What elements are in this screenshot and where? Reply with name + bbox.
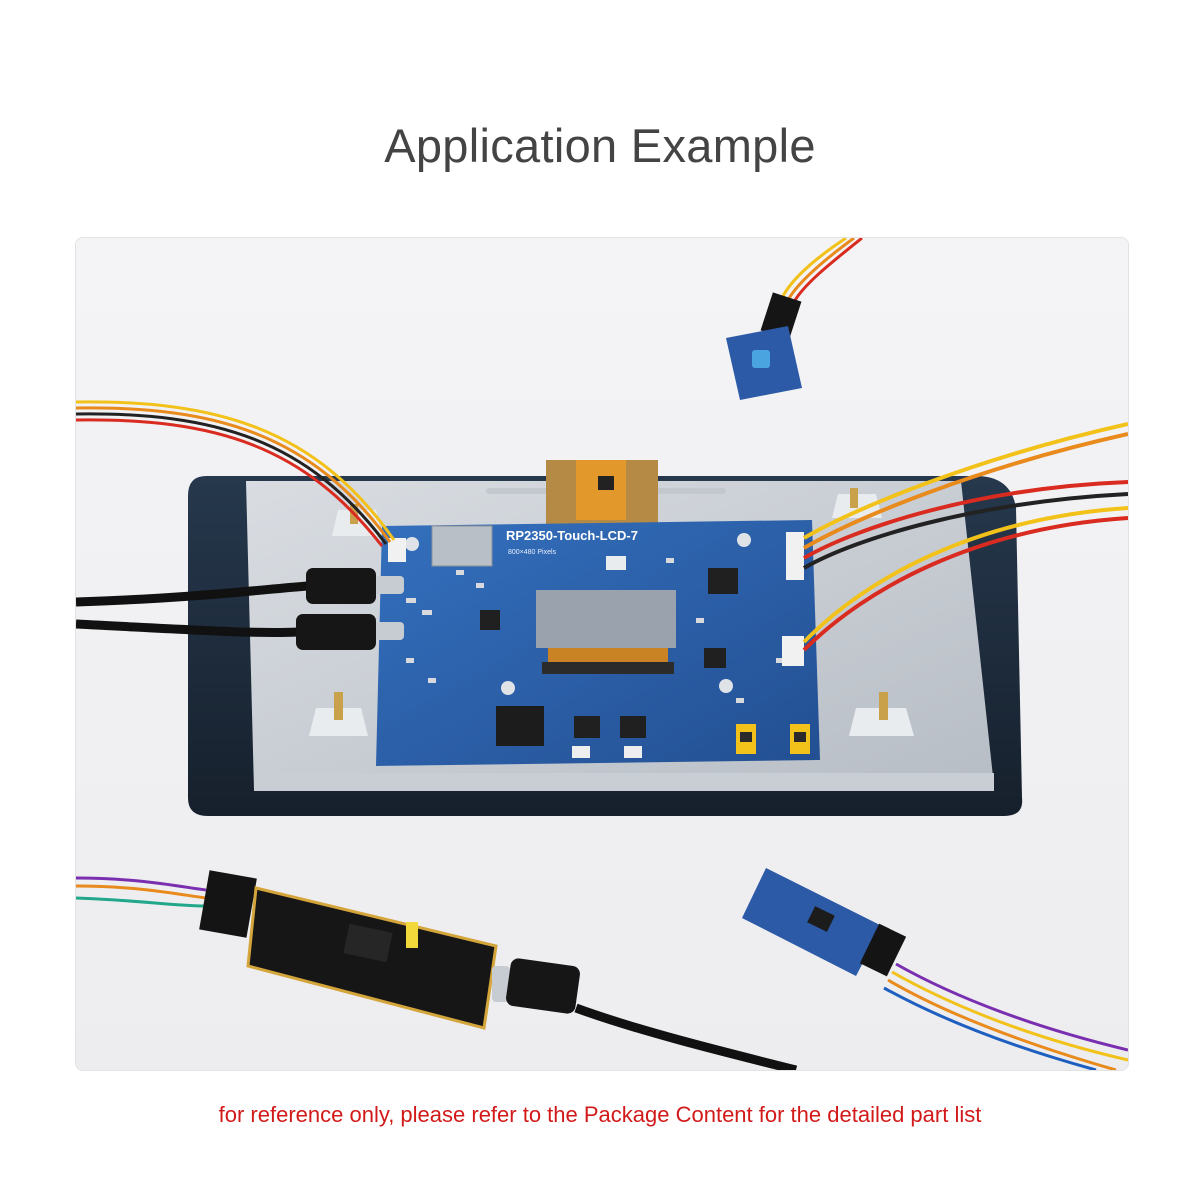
usb-c-cables	[76, 568, 376, 650]
usb-uart-module	[76, 870, 798, 1070]
page-title: Application Example	[384, 119, 816, 172]
sensor-module-top	[726, 238, 863, 400]
top-left-wire-bundle	[76, 400, 396, 547]
rp2350-touch-lcd-board: RP2350-Touch-LCD-7 800×480 Pixels	[374, 520, 820, 766]
imu-sensor-module	[742, 868, 1128, 1070]
board-resolution-label: 800×480 Pixels	[508, 549, 557, 556]
right-wire-bundle	[802, 422, 1128, 652]
board-name-label: RP2350-Touch-LCD-7	[506, 528, 638, 543]
reference-disclaimer: for reference only, please refer to the …	[218, 1102, 982, 1127]
fpc-ribbon-cable	[546, 460, 658, 530]
product-photo: RP2350-Touch-LCD-7 800×480 Pixels	[75, 237, 1129, 1071]
